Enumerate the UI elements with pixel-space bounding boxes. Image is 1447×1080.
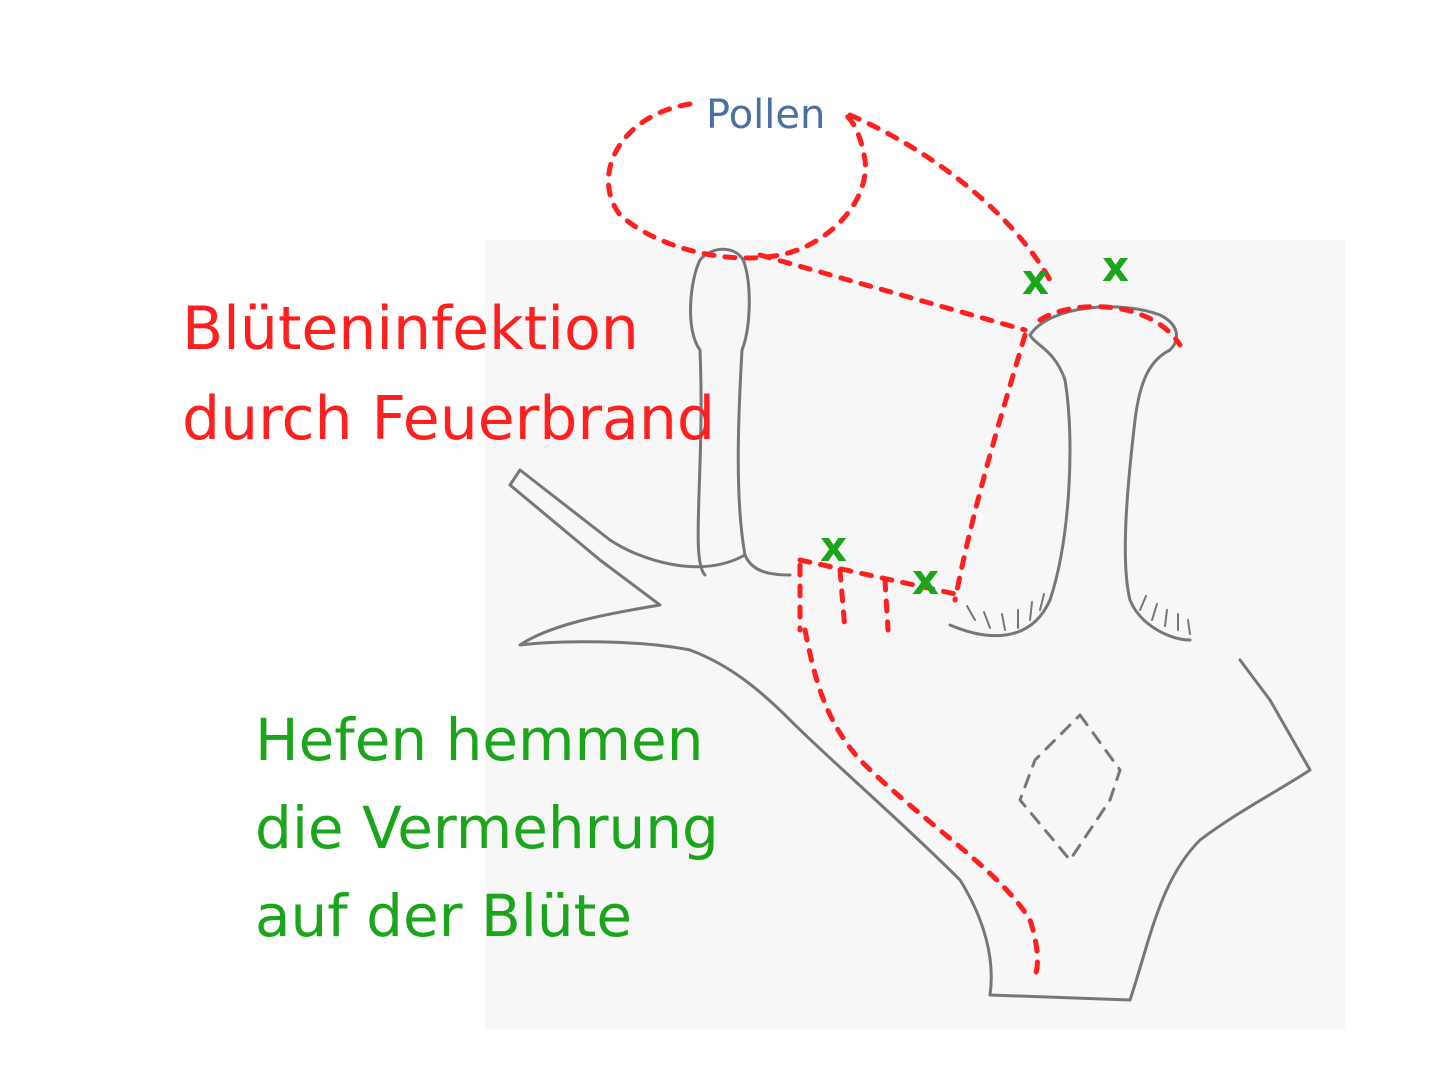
path-into-pedicel — [802, 627, 1040, 978]
yeast-marker-stigma-right: x — [1102, 242, 1130, 291]
path-nectary-surface — [797, 557, 963, 598]
path-style-to-nectary — [952, 332, 1028, 603]
infection-caption-line-2: durch Feuerbrand — [182, 384, 715, 454]
yeast-caption-line-3: auf der Blüte — [255, 882, 633, 950]
path-stigma-surface — [1037, 304, 1183, 348]
nectary-hatch-left — [966, 593, 1045, 631]
yeast-marker-stigma-left: x — [1022, 255, 1050, 304]
infection-caption: Blüteninfektion durch Feuerbrand — [182, 284, 715, 464]
infection-paths — [606, 101, 1183, 978]
style-left — [948, 333, 1072, 638]
path-pollen-to-stigma — [847, 112, 1053, 283]
yeast-caption: Hefen hemmen die Vermehrung auf der Blüt… — [255, 696, 719, 960]
infection-caption-line-1: Blüteninfektion — [182, 294, 639, 364]
yeast-marker-nectary-right: x — [912, 555, 940, 604]
nectary-hatch-right — [1139, 595, 1191, 635]
background-shading — [485, 240, 1345, 1030]
yeast-caption-line-1: Hefen hemmen — [255, 706, 704, 774]
stamen — [689, 247, 792, 577]
sepal — [508, 468, 993, 997]
ovary-chamber — [1018, 713, 1122, 862]
pollen-label: Pollen — [706, 92, 826, 138]
yeast-caption-line-2: die Vermehrung — [255, 794, 719, 862]
flower-outline — [508, 247, 1312, 1002]
receptacle — [988, 658, 1312, 1002]
yeast-marker-nectary-left: x — [820, 522, 848, 571]
path-nectary-drops — [797, 562, 891, 633]
path-anther-to-stigma — [757, 252, 1028, 333]
pollen-cloud — [606, 101, 868, 261]
